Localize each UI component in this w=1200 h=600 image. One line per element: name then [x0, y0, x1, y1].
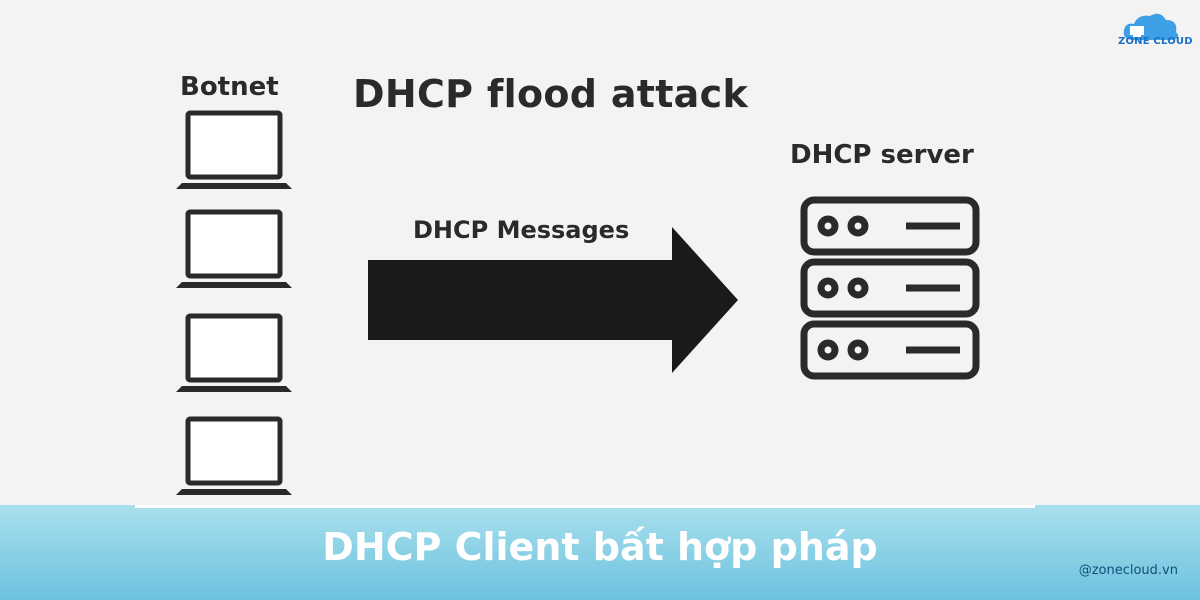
laptop-icon [176, 110, 292, 189]
server-label: DHCP server [790, 140, 974, 170]
arrow-label: DHCP Messages [413, 216, 630, 244]
social-handle: @zonecloud.vn [1078, 563, 1178, 578]
laptop-icon [176, 209, 292, 288]
bottom-banner [0, 505, 1200, 600]
laptop-icon [176, 416, 292, 495]
botnet-label: Botnet [180, 72, 279, 102]
server-rack-icon [800, 196, 980, 380]
diagram-title: DHCP flood attack [353, 72, 749, 116]
banner-divider [135, 505, 1035, 508]
laptop-icon [176, 313, 292, 392]
banner-title: DHCP Client bất hợp pháp [322, 525, 878, 569]
diagram-graphics [176, 110, 980, 495]
flood-arrow [368, 227, 738, 373]
logo-text: ZONE CLOUD [1118, 36, 1193, 47]
cloud-icon [1123, 13, 1179, 40]
